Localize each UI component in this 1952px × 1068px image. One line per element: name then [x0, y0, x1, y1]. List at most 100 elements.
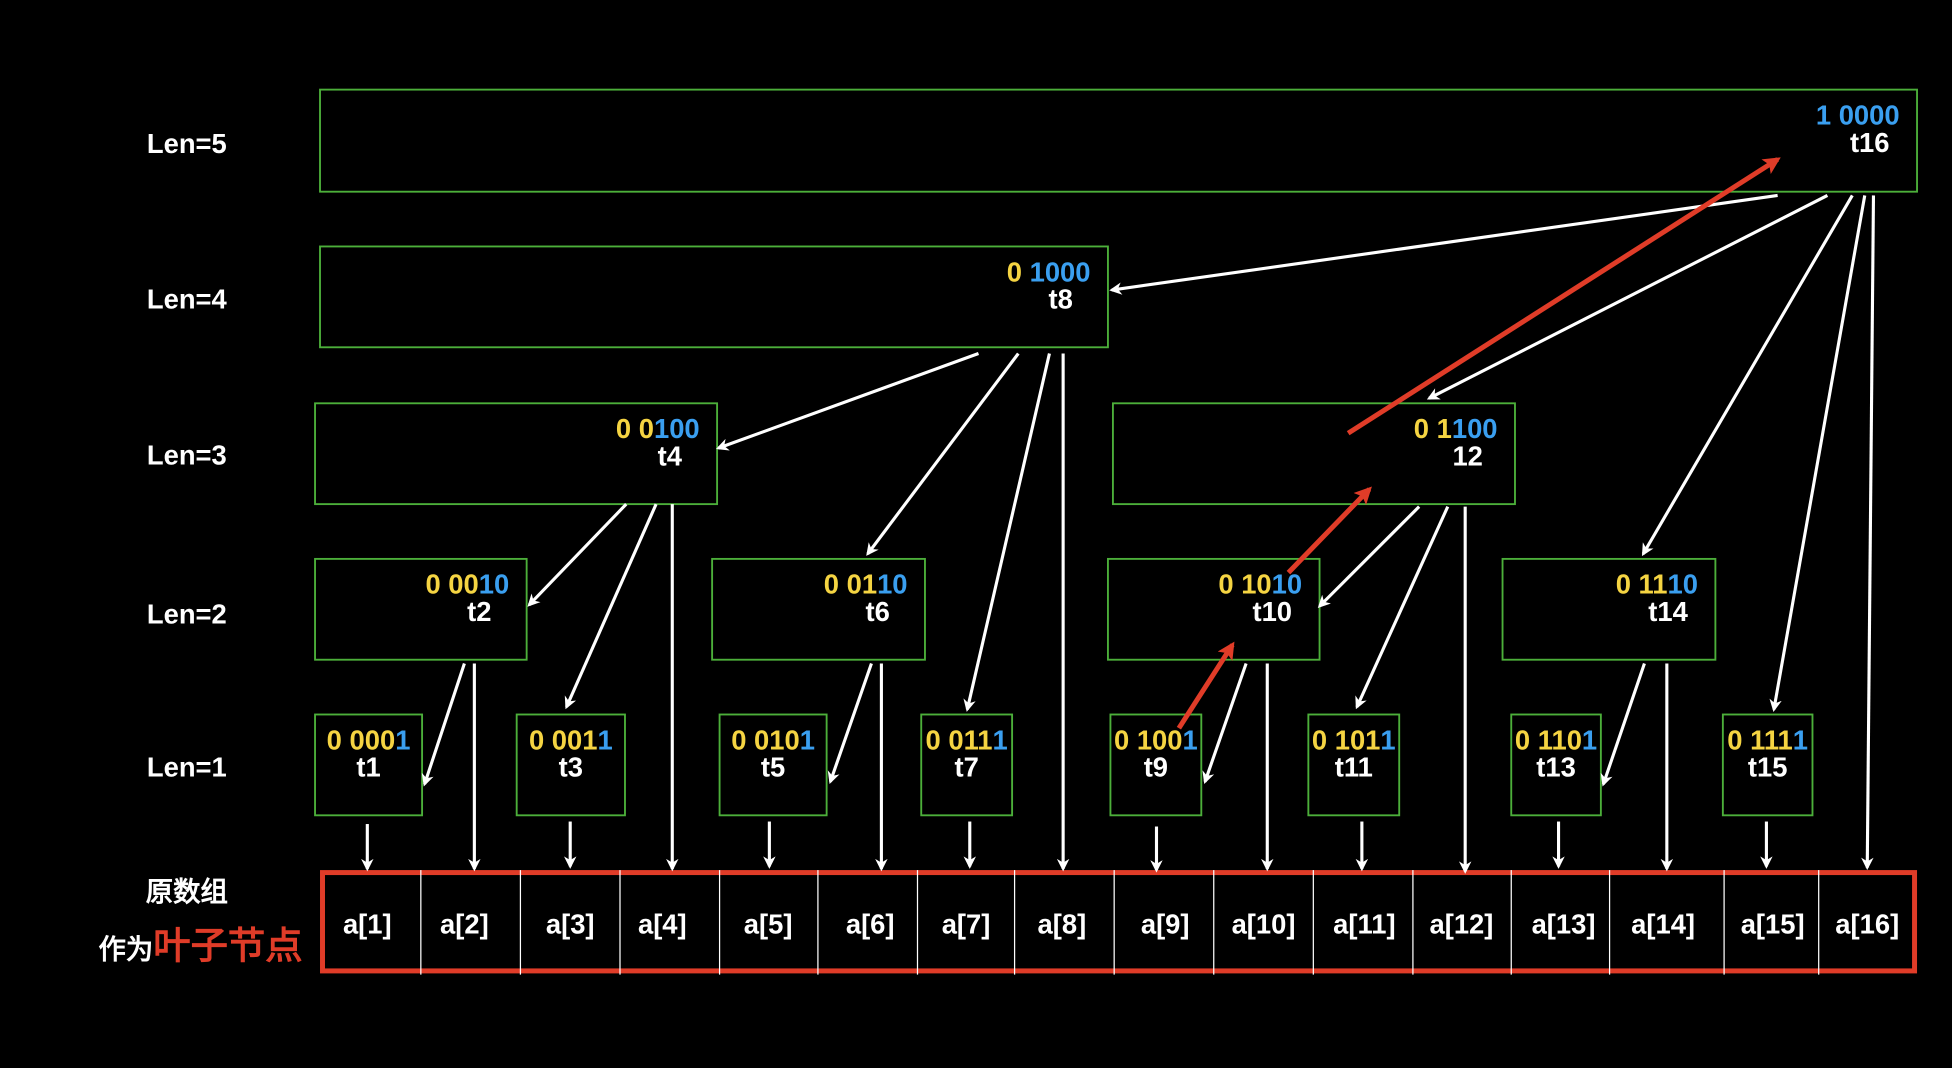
node-name: t8: [1048, 284, 1072, 315]
node-name: t13: [1536, 752, 1576, 783]
node-bits: 0 0100: [616, 413, 700, 444]
bits-high: 0 000: [327, 724, 396, 755]
array-cell: a[1]: [343, 909, 392, 940]
bits-high: 0 01: [824, 569, 877, 600]
node-name: t1: [356, 752, 380, 783]
array-cell: a[4]: [638, 909, 687, 940]
bits-low: 1: [395, 724, 410, 755]
node-box: [1111, 402, 1516, 506]
node-box: [1307, 713, 1401, 817]
array-cell: a[16]: [1835, 909, 1899, 940]
node-name: t11: [1335, 752, 1373, 783]
node-box: [319, 245, 1109, 349]
bits-low: 100: [1452, 413, 1498, 444]
node-t1: 0 0001 t1: [314, 713, 424, 817]
level-label: Len=3: [147, 439, 227, 470]
node-name: t14: [1648, 596, 1688, 627]
node-box: [314, 713, 424, 817]
child-arrow: [866, 352, 1020, 556]
child-arrow: [1600, 662, 1646, 787]
array-cell: a[13]: [1532, 909, 1596, 940]
node-box: [1510, 713, 1602, 817]
bits-low: 100: [654, 413, 700, 444]
level-label: Len=5: [147, 128, 227, 159]
node-box: [711, 557, 926, 661]
bits-low: 10: [479, 569, 509, 600]
leaf-label-highlight: 叶子节点: [153, 924, 302, 966]
child-arrow: [827, 662, 873, 785]
node-box: [314, 557, 528, 661]
array-cell: a[12]: [1430, 909, 1494, 940]
bits-low: 10: [1668, 569, 1698, 600]
bits-low: 1 0000: [1816, 99, 1900, 130]
node-bits: 0 0011: [529, 724, 613, 755]
node-bits: 0 1001: [1114, 724, 1198, 755]
node-box: [314, 402, 719, 506]
leaf-label-prefix: 作为: [99, 933, 154, 964]
node-name: t16: [1850, 127, 1890, 158]
bits-low: 1: [993, 724, 1008, 755]
node-name: 12: [1452, 441, 1482, 472]
bits-high: 0 110: [1515, 724, 1582, 755]
bits-high: 0 111: [1727, 724, 1792, 755]
array-cell: a[11]: [1333, 909, 1395, 940]
node-name: t10: [1252, 596, 1292, 627]
node-box: [515, 713, 626, 817]
bits-low: 1: [1183, 724, 1198, 755]
child-arrow: [1426, 194, 1829, 400]
array-cell: a[14]: [1631, 909, 1695, 940]
child-arrow: [1355, 505, 1450, 710]
node-name: t7: [954, 752, 978, 783]
bits-high: 0 1: [1414, 413, 1452, 444]
node-bits: 0 1011: [1312, 724, 1396, 755]
child-arrow: [1317, 505, 1421, 608]
node-name: t15: [1748, 752, 1788, 783]
node-box: [1109, 713, 1203, 817]
node-bits: 0 1110: [1616, 569, 1698, 600]
child-arrow: [527, 503, 628, 607]
node-box: [319, 88, 1918, 193]
leaf-label: 作为叶子节点: [99, 924, 303, 966]
node-bits: 0 0010: [425, 569, 509, 600]
bits-low: 1: [1380, 724, 1395, 755]
level-label: Len=2: [147, 599, 227, 630]
bits-high: 0 011: [926, 724, 993, 755]
bits-low: 10: [1272, 569, 1302, 600]
node-bits: 0 0111: [926, 724, 1008, 755]
bits-low: 1: [1582, 724, 1597, 755]
bits-high: 0 10: [1218, 569, 1271, 600]
node-bits: 0 0101: [731, 724, 815, 755]
array-cell: a[3]: [546, 909, 595, 940]
child-arrow: [963, 353, 1051, 712]
child-arrow: [1641, 194, 1854, 557]
node-bits: 0 1010: [1218, 569, 1302, 600]
bits-high: 0 010: [731, 724, 800, 755]
bits-low: 1: [800, 724, 815, 755]
array-cell: a[5]: [744, 909, 793, 940]
bits-low: 10: [877, 569, 907, 600]
bits-low: 1: [1793, 724, 1808, 755]
array-cell: a[9]: [1141, 909, 1190, 940]
bits-low: 1000: [1030, 256, 1091, 287]
child-arrow: [1861, 195, 1876, 871]
node-box: [920, 713, 1014, 817]
bits-high: 0 101: [1312, 724, 1381, 755]
node-name: t3: [559, 752, 583, 783]
bits-high: 0 100: [1114, 724, 1183, 755]
node-bits: 0 0110: [824, 569, 908, 600]
node-name: t5: [761, 752, 785, 783]
node-bits: 1 0000: [1816, 99, 1900, 130]
child-arrow: [421, 662, 466, 787]
